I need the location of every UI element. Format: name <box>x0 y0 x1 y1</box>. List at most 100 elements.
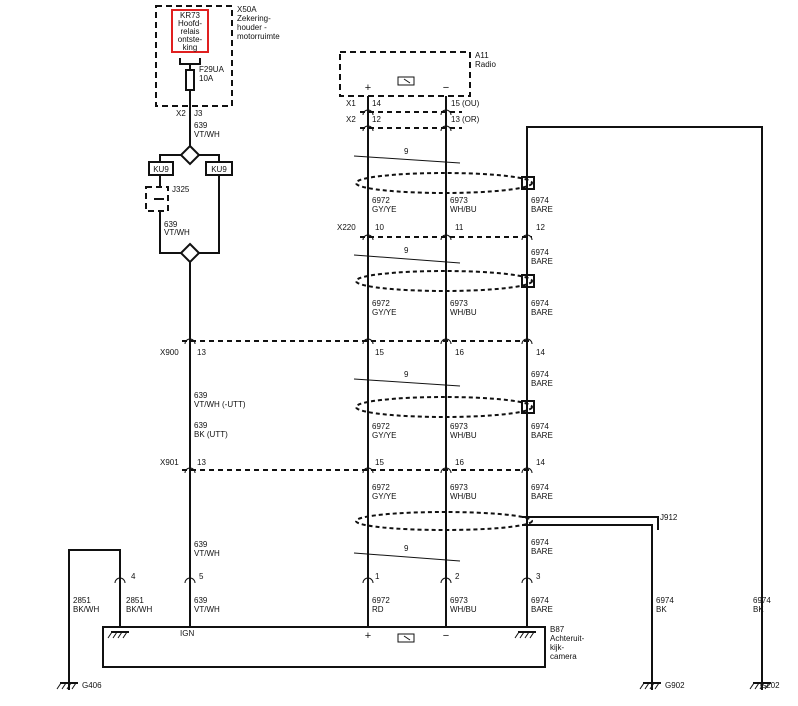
seg4-shield-color: BARE <box>531 547 553 556</box>
seg3-plus-num: 6972 <box>372 422 390 431</box>
radio-name: Radio <box>475 60 496 69</box>
ground-labels: G406 G902 G202 <box>82 681 780 690</box>
seg1-shield-color: BARE <box>531 205 553 214</box>
x901-plus-num: 6972 <box>372 483 390 492</box>
connector-x901: X901 13 15 16 14 6972 GY/YE 6973 WH/BU 6… <box>160 458 553 501</box>
seg1-plus-color: GY/YE <box>372 205 396 214</box>
radio-plus: + <box>365 82 371 94</box>
fuse-box-x50a: X50A Zekering- houder - motorruimte KR73… <box>155 5 280 118</box>
radio-minus: − <box>443 82 449 94</box>
fuse-box-name-1: Zekering- <box>237 14 271 23</box>
ground-hatch <box>112 631 118 639</box>
connector-terminal-arc <box>521 577 533 584</box>
j912-link-top <box>522 516 659 530</box>
seg4-shield-num: 6974 <box>531 538 549 547</box>
g202-wire-color: BK <box>753 605 764 614</box>
connector-terminal-arc <box>440 234 452 241</box>
ground-hatch <box>759 682 765 690</box>
x901-pin-1: 13 <box>197 458 206 467</box>
x2-pin-plus: 12 <box>372 115 381 124</box>
seg2-minus-num: 6973 <box>450 299 468 308</box>
connector-terminal-arc <box>362 577 374 584</box>
x901-plus-color: GY/YE <box>372 492 396 501</box>
seg3-shield-num: 6974 <box>531 422 549 431</box>
ground-hatch <box>519 631 525 639</box>
twist-line-1 <box>353 155 461 164</box>
twist-label-2: 9 <box>404 246 409 255</box>
x900-pin-1: 13 <box>197 348 206 357</box>
shield-end-color: BARE <box>531 605 553 614</box>
ground-g902-icon <box>639 682 661 690</box>
connector-terminal-arc <box>440 467 452 474</box>
connector-terminal-arc <box>362 338 374 345</box>
twist-line-2 <box>353 254 461 264</box>
ground-g406-icon <box>56 682 78 690</box>
x900-shield-color: BARE <box>531 379 553 388</box>
g406-wire-color: BK/WH <box>73 605 99 614</box>
connector-terminal-arc <box>440 109 452 116</box>
twist-label-4: 9 <box>404 544 409 553</box>
g902-wire-num: 6974 <box>656 596 674 605</box>
x2-radio-label: X2 <box>346 115 356 124</box>
camera-gnd-icon <box>107 631 129 639</box>
ground-hatch <box>71 682 77 690</box>
shield-drain-1 <box>521 176 535 190</box>
ground-hatch <box>654 682 660 690</box>
cam-pin-5: 5 <box>199 572 204 581</box>
x2-note: (OR) <box>462 115 480 124</box>
seg3-shield-color: BARE <box>531 431 553 440</box>
ku9-right-label: KU9 <box>211 165 227 174</box>
seg3-plus-color: GY/YE <box>372 431 396 440</box>
ground-hatch <box>61 682 67 690</box>
x901-pin-4: 14 <box>536 458 545 467</box>
seg1-plus-num: 6972 <box>372 196 390 205</box>
shield-segment-1: 9 6972 GY/YE 6973 WH/BU 6974 BARE <box>353 147 553 214</box>
fuse-box-outline <box>155 5 233 107</box>
connector-terminal-arc <box>440 577 452 584</box>
relay-label-2: Hoofd- <box>178 19 202 28</box>
seg3-minus-color: WH/BU <box>450 431 477 440</box>
ground-hatch <box>639 682 645 690</box>
radio-icon-mark <box>403 78 411 84</box>
connector-terminal-arc <box>184 577 196 584</box>
seg3-minus-num: 6973 <box>450 422 468 431</box>
ground-g202-icon <box>749 682 771 690</box>
shield-segment-4: J912 6974 BARE 9 6974 BK <box>353 511 678 690</box>
seg1-minus-num: 6973 <box>450 196 468 205</box>
x901-shield-color: BARE <box>531 492 553 501</box>
branch-left-bottom <box>159 211 181 254</box>
seg2-shield-num: 6974 <box>531 299 549 308</box>
splice-diamond-top <box>179 144 201 166</box>
cam-pin-1: 1 <box>375 572 380 581</box>
connector-x900: X900 13 15 16 14 6974 BARE <box>160 340 553 388</box>
seg2-plus-num: 6972 <box>372 299 390 308</box>
ground-hatch <box>66 682 72 690</box>
ground-hatch <box>117 631 123 639</box>
twist-line-3 <box>353 378 461 387</box>
feed-bottom-num: 639 <box>194 540 208 549</box>
x1-pin-minus: 15 <box>451 99 460 108</box>
camera-plus: + <box>365 630 371 642</box>
relay-contact <box>179 58 201 65</box>
x220-pin-1: 10 <box>375 223 384 232</box>
x901-label: X901 <box>160 458 179 467</box>
ground-hatch <box>649 682 655 690</box>
x901-shield-num: 6974 <box>531 483 549 492</box>
fuse-f29ua <box>185 69 195 91</box>
ground-hatch <box>754 682 760 690</box>
feed-bk-color: BK (UTT) <box>194 430 228 439</box>
camera-icon-mark <box>403 635 411 641</box>
g406-wire <box>68 549 121 690</box>
camera-name-1: Achteruit- <box>550 634 585 643</box>
plus-end-num: 6972 <box>372 596 390 605</box>
camera-name-3: camera <box>550 652 577 661</box>
x901-pin-3: 16 <box>455 458 464 467</box>
fuse-label-2: 10A <box>199 74 214 83</box>
g202-wire-num: 6974 <box>753 596 771 605</box>
relay-label-1: KR73 <box>180 11 201 20</box>
x900-shield-num: 6974 <box>531 370 549 379</box>
cam-gnd-wire-num: 2851 <box>126 596 144 605</box>
shield-drain-2 <box>521 274 535 288</box>
ku9-left-label: KU9 <box>153 165 169 174</box>
